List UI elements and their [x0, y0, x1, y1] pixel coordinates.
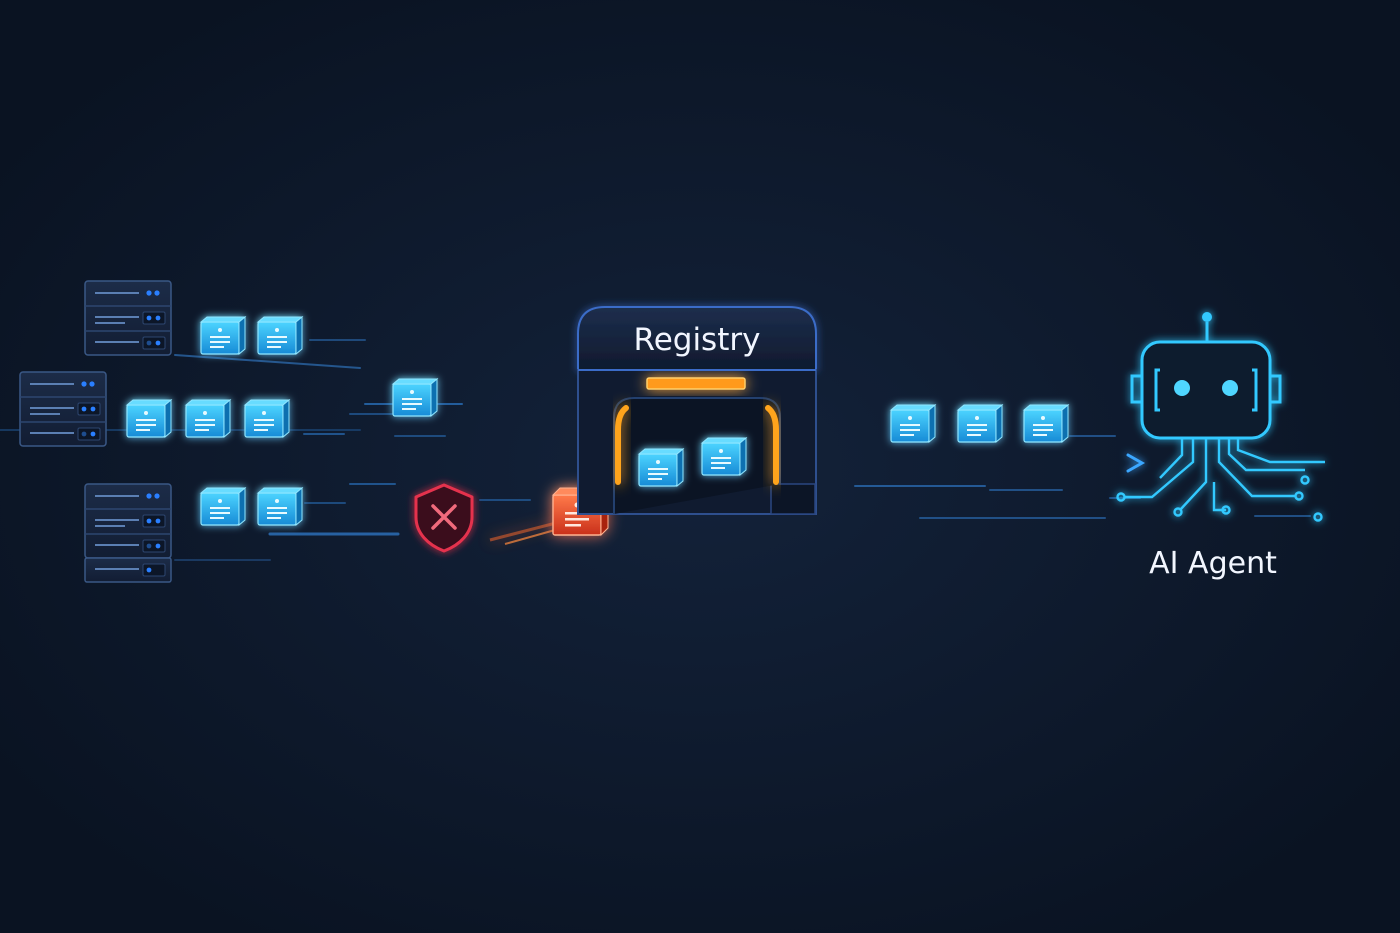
server-rack-icon [84, 280, 172, 356]
registry-label: Registry [634, 322, 761, 358]
package-box-icon [957, 404, 1003, 443]
package-box-icon [890, 404, 936, 443]
package-box-icon [257, 316, 303, 355]
robot-head-icon [1116, 312, 1325, 522]
package-box-icon [185, 399, 231, 438]
package-box-icon [244, 399, 290, 438]
shield-x-icon [414, 483, 474, 553]
package-box-icon [638, 448, 684, 487]
package-box-icon [392, 378, 438, 417]
agent-label: AI Agent [1149, 546, 1277, 581]
registry-gate: Registry [577, 306, 817, 515]
flow-lines [0, 339, 1311, 561]
package-box-icon [126, 399, 172, 438]
package-box-icon [200, 316, 246, 355]
package-box-icon [1023, 404, 1069, 443]
gate-scanner-light [646, 377, 746, 390]
package-box-icon [257, 487, 303, 526]
server-rack-icon [19, 371, 107, 447]
package-box-icon [200, 487, 246, 526]
package-box-icon [701, 437, 747, 476]
server-rack-icon [84, 483, 172, 583]
